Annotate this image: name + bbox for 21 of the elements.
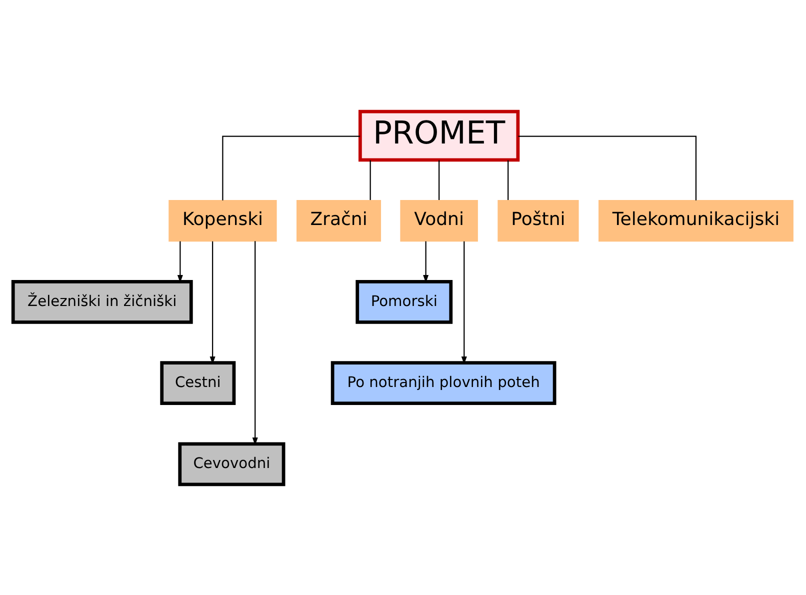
arrow xyxy=(210,240,216,364)
node-box: Cevovodni xyxy=(178,442,286,486)
node-box: Železniški in žičniški xyxy=(11,279,193,324)
node-box: Cestni xyxy=(160,360,236,405)
arrow xyxy=(461,240,467,364)
connector xyxy=(438,160,440,200)
node-box: PROMET xyxy=(358,109,520,162)
arrow xyxy=(252,240,258,445)
connector xyxy=(518,135,697,200)
node-box: Vodni xyxy=(400,199,478,242)
node-box: Kopenski xyxy=(168,199,277,242)
connector xyxy=(222,135,360,200)
arrow xyxy=(177,240,183,282)
node-box: Pomorski xyxy=(356,279,453,324)
connector xyxy=(370,160,371,200)
node-box: Zračni xyxy=(296,199,382,242)
node-box: Poštni xyxy=(498,199,579,242)
node-box: Telekomunikacijski xyxy=(598,199,794,242)
node-box: Po notranjih plovnih poteh xyxy=(330,360,556,405)
connector xyxy=(508,160,509,200)
arrow xyxy=(423,240,429,282)
